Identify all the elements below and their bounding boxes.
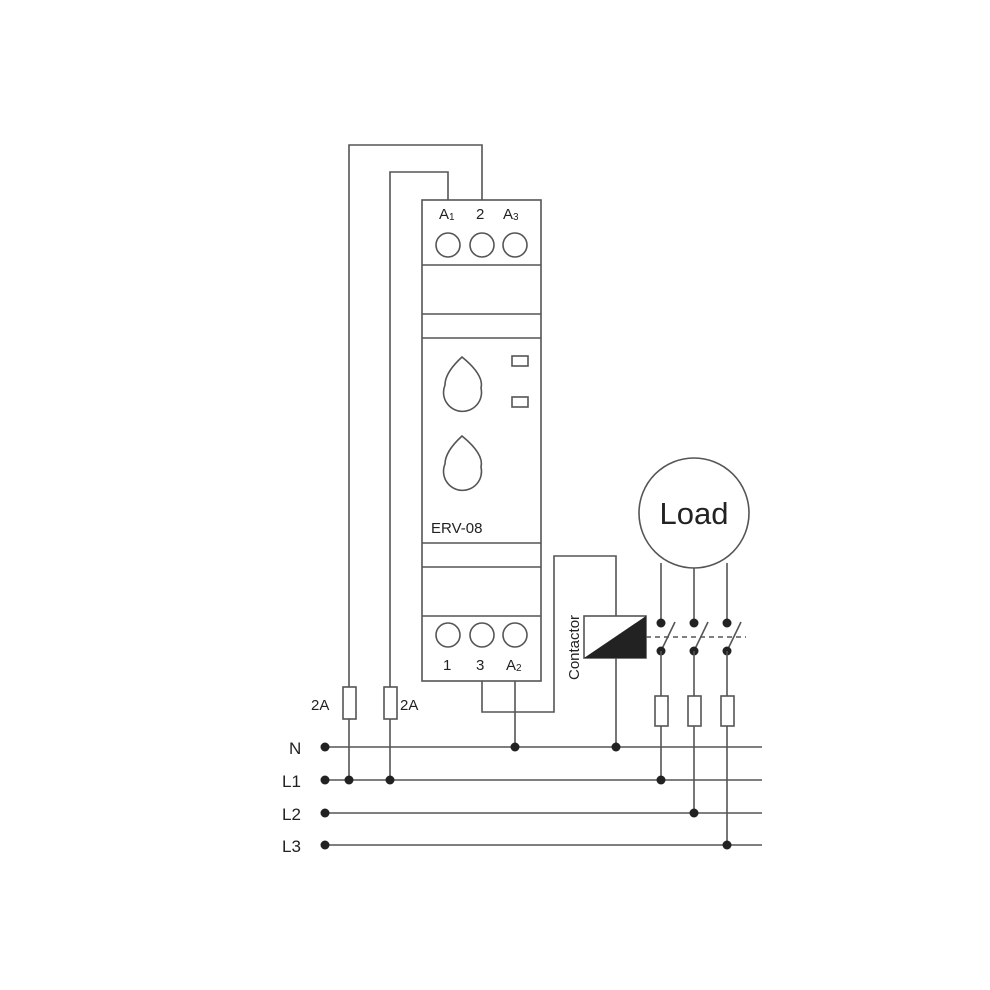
screw-terminal-a2 bbox=[502, 622, 528, 648]
led-indicator-1 bbox=[511, 355, 529, 367]
junction-l1-fuse1 bbox=[344, 775, 354, 785]
wire-terminal-2 bbox=[348, 144, 483, 780]
screw-terminal-2 bbox=[469, 232, 495, 258]
line-label-l1: L1 bbox=[282, 772, 301, 791]
relay-device: A1 2 A3 ERV-08 1 3 A2 bbox=[421, 199, 542, 682]
phase-l1-circuit bbox=[654, 563, 676, 785]
adjust-knob-1 bbox=[442, 355, 483, 413]
bus-lines: N L1 L2 L3 bbox=[282, 739, 762, 856]
screw-terminal-1 bbox=[435, 622, 461, 648]
fuse-1 bbox=[342, 686, 357, 720]
load-label: Load bbox=[660, 496, 729, 531]
junction-n-coil bbox=[611, 742, 621, 752]
terminal-label-a1: A1 bbox=[439, 206, 455, 223]
screw-terminal-a1 bbox=[435, 232, 461, 258]
phase-l2-circuit bbox=[687, 568, 709, 818]
wire-terminal-a1 bbox=[389, 171, 449, 780]
coil-wires bbox=[481, 555, 621, 752]
bus-n-terminal bbox=[320, 742, 330, 752]
fuse-l3 bbox=[720, 695, 735, 727]
bus-l2-terminal bbox=[320, 808, 330, 818]
line-label-l3: L3 bbox=[282, 837, 301, 856]
fuse-l2 bbox=[687, 695, 702, 727]
junction-l1-phase bbox=[656, 775, 666, 785]
supply-wires bbox=[344, 144, 483, 785]
phase-l3-circuit bbox=[720, 563, 742, 850]
junction-l1-fuse2 bbox=[385, 775, 395, 785]
fuse-2-label: 2A bbox=[400, 697, 418, 714]
l3-contact-blade bbox=[726, 621, 742, 652]
bus-l3-terminal bbox=[320, 840, 330, 850]
terminal-label-2: 2 bbox=[476, 206, 484, 223]
led-indicator-2 bbox=[511, 396, 529, 408]
screw-terminal-a3 bbox=[502, 232, 528, 258]
junction-n-a2 bbox=[510, 742, 520, 752]
junction-l3-phase bbox=[722, 840, 732, 850]
device-model-label: ERV-08 bbox=[431, 520, 482, 537]
terminal-label-a3: A3 bbox=[503, 206, 519, 223]
line-label-n: N bbox=[289, 739, 301, 758]
l1-contact-top bbox=[656, 618, 666, 628]
coil-wedge bbox=[584, 616, 646, 658]
bus-l1-terminal bbox=[320, 775, 330, 785]
fuse-1-label: 2A bbox=[311, 697, 329, 714]
line-label-l2: L2 bbox=[282, 805, 301, 824]
wire-terminal-3-to-coil bbox=[481, 555, 617, 713]
contactor-label: Contactor bbox=[566, 615, 583, 680]
terminal-label-3: 3 bbox=[476, 657, 484, 674]
contactor-coil: Contactor bbox=[566, 615, 647, 680]
junction-l2-phase bbox=[689, 808, 699, 818]
relay-body bbox=[421, 199, 542, 682]
fuse-l1 bbox=[654, 695, 669, 727]
l1-contact-blade bbox=[660, 621, 676, 652]
l2-contact-blade bbox=[693, 621, 709, 652]
terminal-label-1: 1 bbox=[443, 657, 451, 674]
fuse-2 bbox=[383, 686, 398, 720]
screw-terminal-3 bbox=[469, 622, 495, 648]
control-fuses: 2A 2A bbox=[311, 686, 418, 720]
l2-contact-top bbox=[689, 618, 699, 628]
l3-contact-top bbox=[722, 618, 732, 628]
terminal-label-a2: A2 bbox=[506, 657, 522, 674]
load-group: Load bbox=[638, 457, 750, 569]
adjust-knob-2 bbox=[442, 434, 483, 492]
